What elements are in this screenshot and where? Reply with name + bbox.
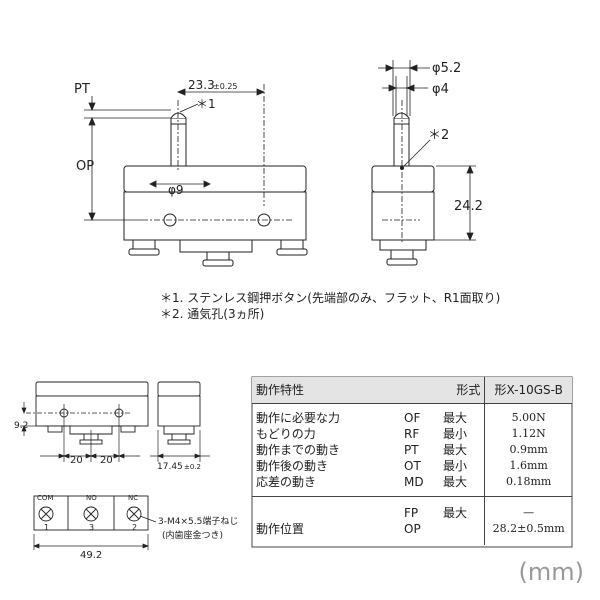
- table-row: 応差の動き MD 最大 0.18mm: [252, 474, 572, 497]
- row-name: 応差の動き: [256, 475, 317, 489]
- note-1: ＊1. ステンレス鋼押ボタン(先端部のみ、フラット、R1面取り): [160, 291, 501, 305]
- dim-17-45: 17.45: [157, 462, 183, 472]
- front-dimensions: [84, 84, 292, 222]
- fp-limit: 最大: [438, 496, 485, 521]
- terminal-no-label: NO: [86, 494, 97, 502]
- position-name: 動作位置: [252, 496, 400, 545]
- row-value: 1.6mm: [484, 458, 572, 474]
- terminal-num-1: 1: [44, 523, 49, 532]
- header-type: 形式: [400, 377, 485, 404]
- table-row-op: OP 28.2±0.5mm: [252, 521, 572, 545]
- table-row-fp: 動作位置 FP 最大 —: [252, 496, 572, 545]
- row-code: OT: [404, 459, 421, 473]
- row-name: 動作に必要な力: [252, 403, 400, 426]
- row-value: 0.18mm: [484, 474, 572, 497]
- note-2: ＊2. 通気孔(3ヵ所): [160, 307, 265, 321]
- op-code: OP: [404, 522, 421, 536]
- pt-label: PT: [74, 82, 90, 97]
- small-side-view: [157, 381, 201, 445]
- unit-label: (mm): [518, 558, 584, 586]
- dim-phi9: φ9: [168, 183, 184, 197]
- note-mark-1: ＊1: [196, 97, 216, 111]
- dim-24-2: 24.2: [454, 199, 483, 214]
- header-characteristic: 動作特性: [252, 377, 400, 404]
- dim-20-left: 20: [70, 455, 83, 466]
- row-code: OF: [400, 403, 439, 426]
- row-value: 5.00N: [484, 403, 572, 426]
- dim-9-2: 9.2: [14, 421, 28, 431]
- row-limit: 最大: [442, 443, 467, 457]
- terminal-com-label: COM: [37, 494, 53, 502]
- row-code: RF: [404, 427, 420, 441]
- table-row: 動作後の動き OT 最小 1.6mm: [252, 458, 572, 474]
- op-value: 28.2±0.5mm: [484, 521, 572, 545]
- screw-note-2: (内歯座金つき): [162, 529, 223, 541]
- dim-23-3-tol: ±0.25: [213, 82, 238, 91]
- table-row: もどりの力 RF 最小 1.12N: [252, 426, 572, 442]
- table-row: 動作に必要な力 OF 最大 5.00N: [252, 403, 572, 426]
- row-name: もどりの力: [256, 427, 316, 441]
- note-mark-2: ＊2: [428, 128, 449, 143]
- row-code: MD: [404, 475, 424, 489]
- header-model: 形X-10GS-B: [484, 377, 572, 404]
- side-dimensions: [378, 60, 476, 244]
- dim-phi5-2: φ5.2: [432, 61, 461, 76]
- row-name: 動作後の動き: [256, 459, 329, 473]
- terminal-nc-label: NC: [128, 494, 138, 502]
- dim-49-2: 49.2: [80, 550, 102, 561]
- front-view: [123, 112, 308, 267]
- row-value: 0.9mm: [484, 442, 572, 458]
- fp-value: —: [484, 496, 572, 521]
- row-limit: 最小: [442, 427, 467, 441]
- spec-table: 動作特性 形式 形X-10GS-B 動作に必要な力 OF 最大 5.00N もど…: [252, 377, 572, 545]
- row-limit: 最大: [442, 475, 467, 489]
- bottom-view: [33, 495, 149, 531]
- row-value: 1.12N: [484, 426, 572, 442]
- screw-note-1: 3-M4×5.5端子ねじ: [158, 515, 238, 527]
- row-code: PT: [404, 443, 419, 457]
- table-row: 動作までの動き PT 最大 0.9mm: [252, 442, 572, 458]
- dim-20-right: 20: [100, 455, 113, 466]
- dim-23-3: 23.3: [188, 78, 215, 92]
- terminal-num-2: 2: [132, 523, 137, 532]
- small-front-dimensions: [20, 402, 140, 462]
- spec-table-header: 動作特性 形式 形X-10GS-B: [252, 377, 572, 404]
- dim-phi4: φ4: [432, 82, 449, 97]
- dim-17-45-tol: ±0.2: [184, 463, 201, 471]
- row-limit: 最小: [442, 459, 467, 473]
- terminal-num-3: 3: [89, 523, 94, 532]
- row-name: 動作までの動き: [256, 443, 341, 457]
- op-label: OP: [76, 159, 94, 174]
- row-limit: 最大: [438, 403, 485, 426]
- fp-code: FP: [400, 496, 439, 521]
- side-view: [371, 112, 435, 266]
